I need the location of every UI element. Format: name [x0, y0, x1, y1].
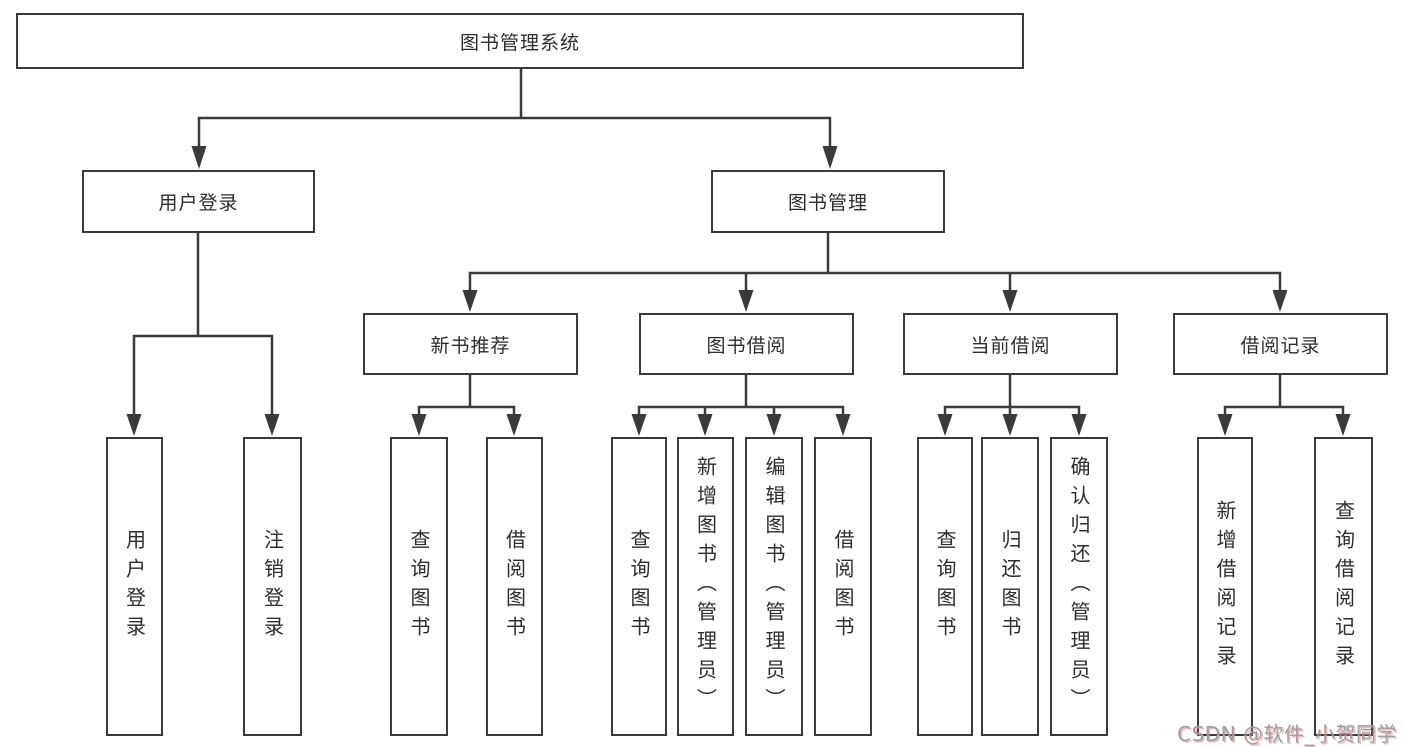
leaf-query-books-current: 查询图书: [917, 437, 973, 736]
node-user-login: 用户登录: [82, 170, 315, 233]
leaf-query-books-borrowing: 查询图书: [611, 437, 667, 736]
node-new-book-recommendation: 新书推荐: [363, 313, 578, 375]
leaf-borrow-books-recommendation: 借阅图书: [486, 437, 543, 736]
leaf-borrow-books: 借阅图书: [814, 437, 872, 736]
node-book-management: 图书管理: [711, 170, 945, 233]
leaf-edit-book-admin: 编辑图书（管理员）: [745, 437, 803, 736]
node-current-borrowing: 当前借阅: [903, 313, 1118, 375]
watermark: CSDN @软件_小贺同学: [1177, 722, 1397, 746]
leaf-add-borrow-record: 新增借阅记录: [1197, 437, 1253, 736]
leaf-query-borrow-record: 查询借阅记录: [1314, 437, 1373, 736]
leaf-add-book-admin: 新增图书（管理员）: [677, 437, 734, 736]
leaf-return-books: 归还图书: [981, 437, 1039, 736]
leaf-confirm-return-admin: 确认归还（管理员）: [1050, 437, 1108, 736]
leaf-user-login: 用户登录: [106, 437, 163, 736]
node-library-management-system: 图书管理系统: [16, 13, 1024, 69]
node-borrowing-records: 借阅记录: [1173, 313, 1388, 375]
leaf-logout: 注销登录: [243, 437, 302, 736]
node-book-borrowing: 图书借阅: [639, 313, 854, 375]
arrowheads: [126, 146, 1351, 436]
leaf-query-books-recommendation: 查询图书: [390, 437, 448, 736]
